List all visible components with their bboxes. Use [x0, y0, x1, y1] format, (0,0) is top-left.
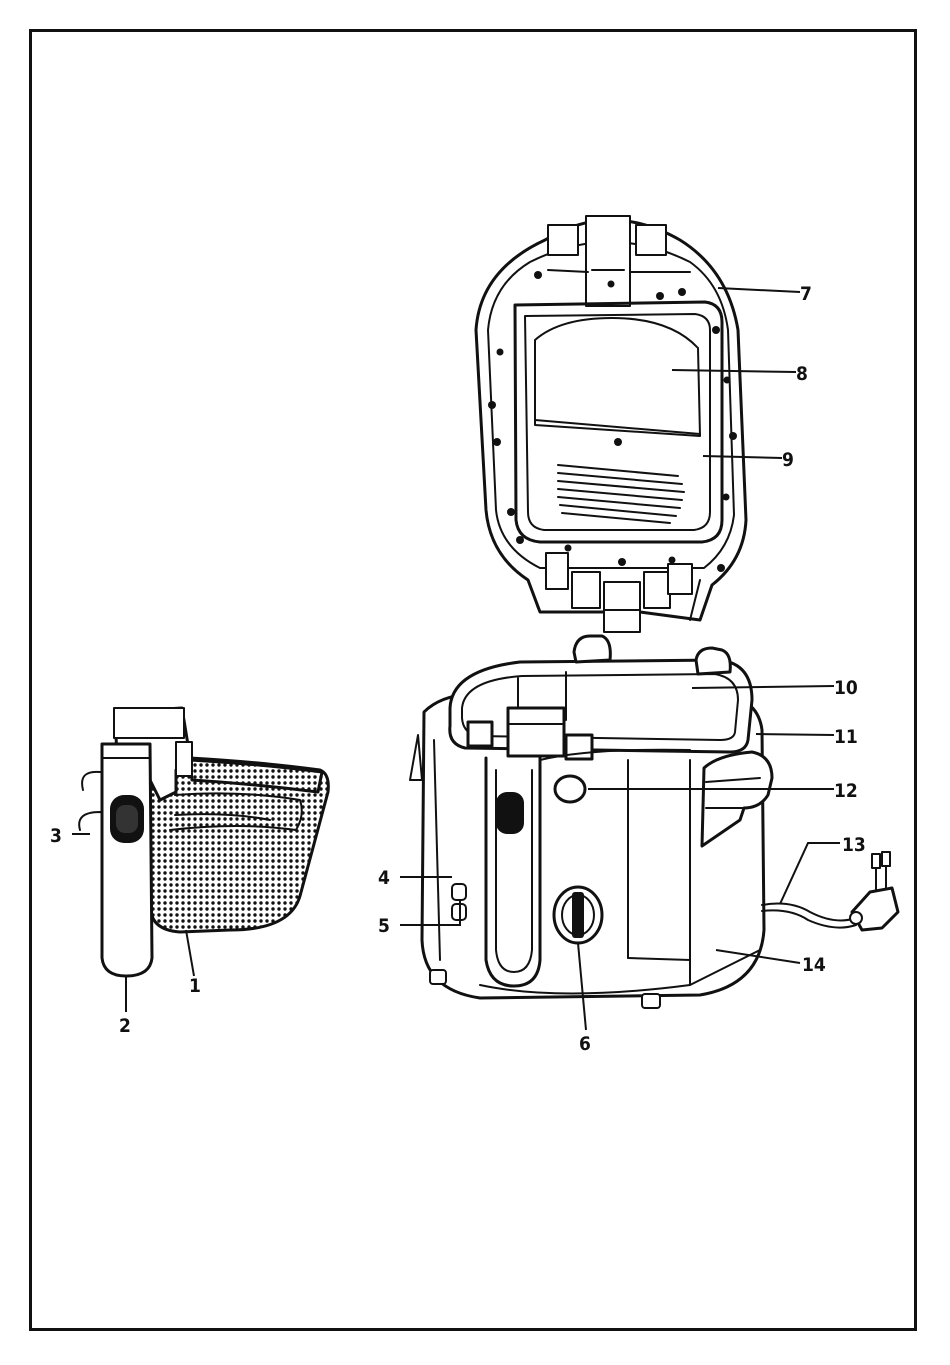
- callout-7: 7: [800, 283, 812, 305]
- callout-13: 13: [842, 834, 866, 856]
- side-button-upper[interactable]: [452, 884, 466, 900]
- callout-14: 14: [802, 954, 826, 976]
- lid-top-bracket: [586, 216, 630, 306]
- callout-11: 11: [834, 726, 858, 748]
- basket-handle[interactable]: [102, 744, 152, 976]
- callout-12: 12: [834, 780, 858, 802]
- hinge-post-left: [574, 636, 610, 662]
- foot-left: [430, 970, 446, 984]
- callout-2: 2: [119, 1015, 131, 1037]
- front-clip-left: [468, 722, 492, 746]
- callout-4: 4: [378, 867, 390, 889]
- power-cord: [762, 852, 898, 930]
- callout-8: 8: [796, 363, 808, 385]
- foot-right: [642, 994, 660, 1008]
- viewing-window: [535, 318, 700, 436]
- mounted-handle-button: [496, 792, 524, 834]
- indicator-light: [555, 776, 585, 802]
- fryer-body: [410, 636, 772, 1008]
- callout-1: 1: [189, 975, 201, 997]
- callout-5: 5: [378, 915, 390, 937]
- callout-10: 10: [834, 677, 858, 699]
- callout-9: 9: [782, 449, 794, 471]
- callout-6: 6: [579, 1033, 591, 1055]
- basket-assembly: [79, 708, 328, 976]
- hinge-post-right: [696, 648, 730, 674]
- callout-3: 3: [50, 825, 62, 847]
- lid-assembly: [476, 216, 746, 632]
